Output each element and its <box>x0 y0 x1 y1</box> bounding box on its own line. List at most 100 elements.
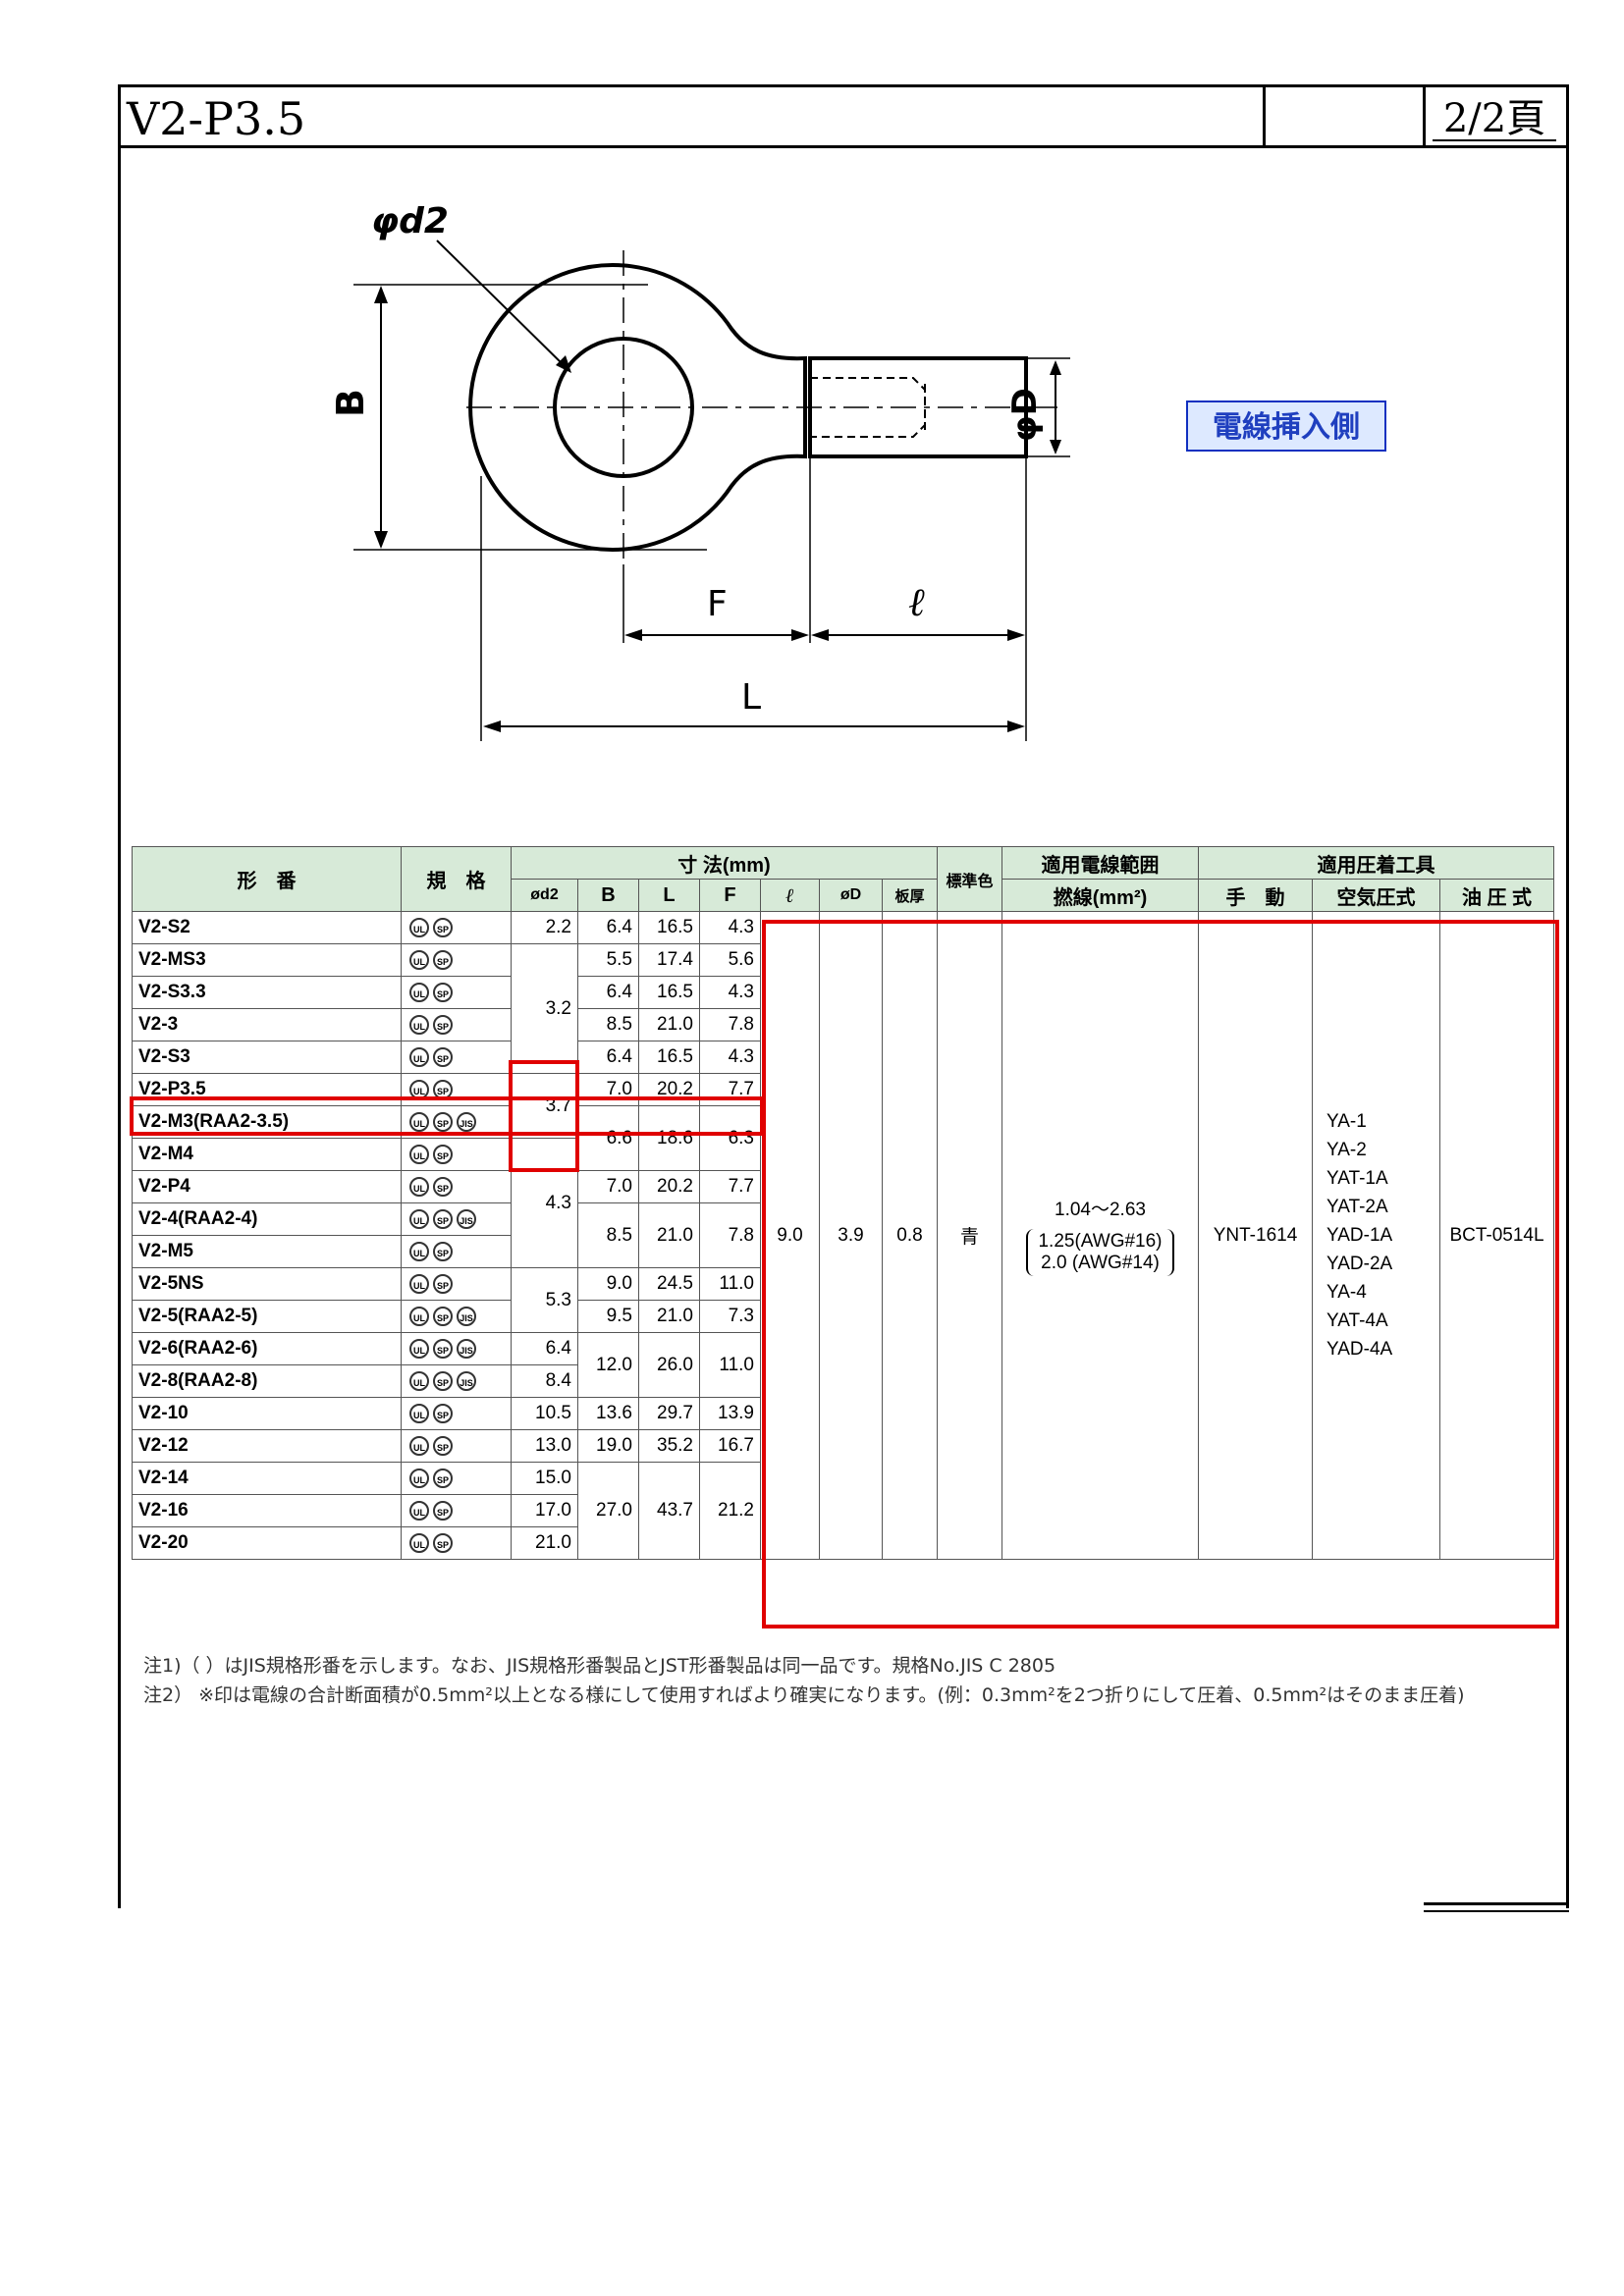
page-number-underline <box>1433 139 1556 141</box>
cell-f: 4.3 <box>699 911 761 944</box>
jis-mark-icon: JIS <box>457 1371 476 1391</box>
notes: 注1)（ ）はJIS規格形番を示します。なお、JIS規格形番製品とJST形番製品… <box>143 1651 1465 1710</box>
cell-l-upper: 21.0 <box>638 1202 700 1268</box>
cell-l-upper: 26.0 <box>638 1332 700 1398</box>
header-bar: V2-P3.5 2/2頁 <box>118 84 1569 148</box>
note-2: 注2） ※印は電線の合計断面積が0.5mm²以上となる様にして使用すればより確実… <box>143 1684 1465 1706</box>
cell-b: 9.0 <box>577 1267 639 1301</box>
cell-color: 青 <box>937 911 1002 1560</box>
cell-b: 6.6 <box>577 1105 639 1171</box>
cell-f: 6.3 <box>699 1105 761 1171</box>
cell-d2: 17.0 <box>511 1494 578 1527</box>
ul-mark-icon: UL <box>409 1436 429 1456</box>
cell-l-upper: 43.7 <box>638 1462 700 1560</box>
label-phi-d: φD <box>1005 388 1045 442</box>
cell-l-upper: 20.2 <box>638 1073 700 1106</box>
cell-model: V2-16 <box>132 1494 402 1527</box>
cell-l-upper: 29.7 <box>638 1397 700 1430</box>
cell-d2: 15.0 <box>511 1462 578 1495</box>
page-number: 2/2頁 <box>1442 96 1546 141</box>
label-f: F <box>707 584 728 624</box>
ul-mark-icon: UL <box>409 1047 429 1067</box>
cell-b: 12.0 <box>577 1332 639 1398</box>
th-d: øD <box>819 879 883 912</box>
cell-l-upper: 16.5 <box>638 976 700 1009</box>
cell-model: V2-12 <box>132 1429 402 1463</box>
cell-f: 16.7 <box>699 1429 761 1463</box>
label-l-small: ℓ <box>908 580 925 625</box>
ul-mark-icon: UL <box>409 1339 429 1359</box>
cell-model: V2-MS3 <box>132 943 402 977</box>
sp-mark-icon: SP <box>433 1242 453 1261</box>
d2-arrow <box>556 355 571 373</box>
cell-f: 5.6 <box>699 943 761 977</box>
cell-b: 6.4 <box>577 1041 639 1074</box>
cell-b: 6.4 <box>577 976 639 1009</box>
cell-model: V2-5(RAA2-5) <box>132 1300 402 1333</box>
sp-mark-icon: SP <box>433 1371 453 1391</box>
cell-b: 13.6 <box>577 1397 639 1430</box>
cell-f: 13.9 <box>699 1397 761 1430</box>
ul-mark-icon: UL <box>409 950 429 970</box>
sp-mark-icon: SP <box>433 1404 453 1423</box>
cell-thickness: 0.8 <box>882 911 938 1560</box>
ul-mark-icon: UL <box>409 1112 429 1132</box>
cell-b: 8.5 <box>577 1202 639 1268</box>
ul-mark-icon: UL <box>409 1468 429 1488</box>
pneumatic-tool-item: YAT-1A <box>1326 1168 1388 1189</box>
cell-f: 11.0 <box>699 1267 761 1301</box>
sp-mark-icon: SP <box>433 1209 453 1229</box>
th-color: 標準色 <box>937 846 1002 912</box>
ul-mark-icon: UL <box>409 1371 429 1391</box>
th-dims: 寸 法(mm) <box>511 846 938 880</box>
cell-d2: 8.4 <box>511 1364 578 1398</box>
cell-model: V2-14 <box>132 1462 402 1495</box>
cell-model: V2-20 <box>132 1526 402 1560</box>
cell-b: 6.4 <box>577 911 639 944</box>
th-f: F <box>699 879 761 912</box>
ul-mark-icon: UL <box>409 1307 429 1326</box>
wire-range-awg14: 2.0 (AWG#14) <box>1041 1253 1160 1273</box>
cell-b: 5.5 <box>577 943 639 977</box>
cell-l-upper: 24.5 <box>638 1267 700 1301</box>
note-1: 注1)（ ）はJIS規格形番を示します。なお、JIS規格形番製品とJST形番製品… <box>143 1655 1056 1677</box>
sp-mark-icon: SP <box>433 1436 453 1456</box>
th-thickness: 板厚 <box>882 879 938 912</box>
document-title: V2-P3.5 <box>127 92 306 145</box>
sp-mark-icon: SP <box>433 983 453 1002</box>
pneumatic-tool-item: YA-1 <box>1326 1111 1367 1132</box>
barrel-outline <box>808 356 1028 458</box>
sp-mark-icon: SP <box>433 1533 453 1553</box>
cell-hydraulic-tool: BCT-0514L <box>1439 911 1554 1560</box>
footer-line-2 <box>1424 1910 1569 1912</box>
cell-d2: 13.0 <box>511 1429 578 1463</box>
th-pneumatic: 空気圧式 <box>1312 879 1440 912</box>
cell-model: V2-M3(RAA2-3.5) <box>132 1105 402 1139</box>
ul-mark-icon: UL <box>409 1404 429 1423</box>
pneumatic-tool-item: YA-2 <box>1326 1140 1367 1160</box>
